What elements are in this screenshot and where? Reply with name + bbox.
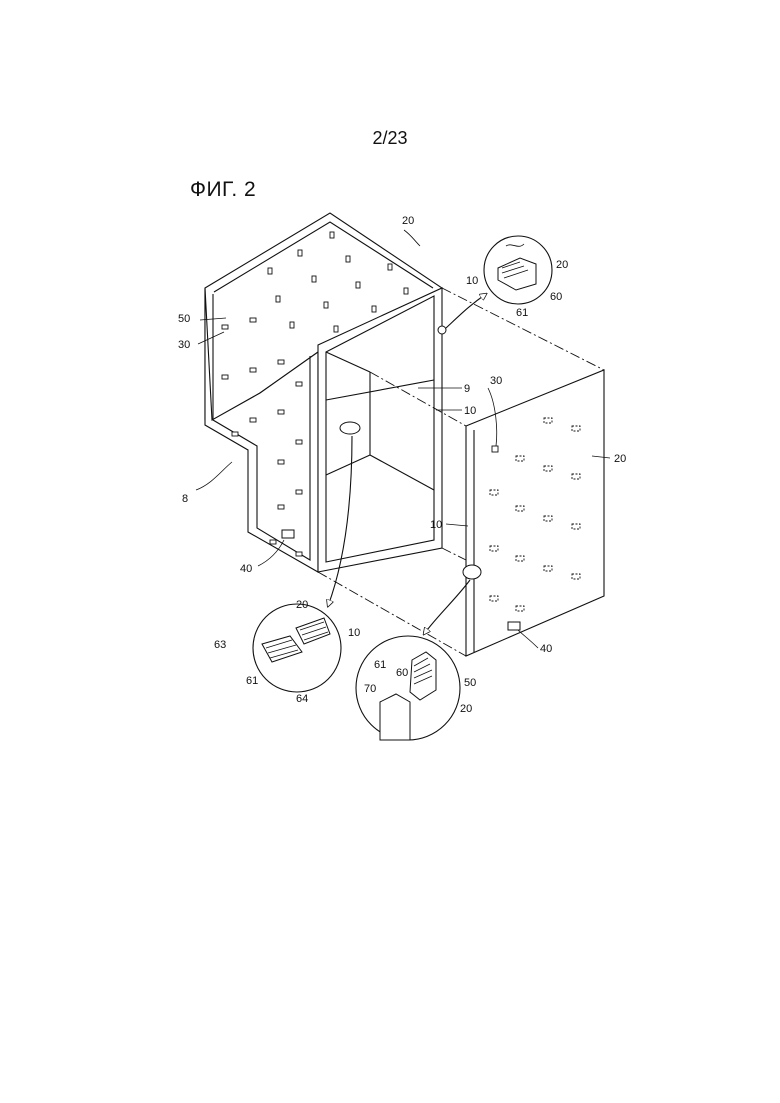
hole (516, 506, 524, 511)
connector-40-left (282, 530, 294, 538)
stud (278, 410, 284, 414)
ref-label: 30 (178, 339, 190, 351)
ref-label: 10 (464, 405, 476, 417)
stud (296, 382, 302, 386)
detail-2-label: 64 (296, 693, 308, 705)
detail-3-label: 50 (464, 677, 476, 689)
stud (290, 322, 294, 328)
hole (516, 556, 524, 561)
leader (518, 630, 538, 648)
stud (334, 326, 338, 332)
stud (324, 302, 328, 308)
stud (222, 375, 228, 379)
hole (572, 474, 580, 479)
detail-3-label: 60 (396, 667, 408, 679)
ref-label: 30 (490, 375, 502, 387)
detail-3-post (380, 694, 410, 740)
hole (490, 546, 498, 551)
stud (278, 505, 284, 509)
stud (276, 296, 280, 302)
hole (490, 596, 498, 601)
hole (516, 606, 524, 611)
detail-1-label: 20 (556, 259, 568, 271)
detail-view-1 (484, 236, 552, 304)
detail-3-part (410, 652, 436, 700)
ref-label: 8 (182, 493, 188, 505)
arrow-to-detail-3 (424, 580, 470, 634)
hole (516, 456, 524, 461)
hole (544, 466, 552, 471)
right-module (466, 370, 604, 656)
ref-label: 40 (240, 563, 252, 575)
hole (572, 524, 580, 529)
detail-3-label: 70 (364, 683, 376, 695)
hole (544, 418, 552, 423)
detail-1-label: 10 (466, 275, 478, 287)
stud (278, 360, 284, 364)
stud (298, 250, 302, 256)
ref-label: 20 (402, 215, 414, 227)
stud (250, 418, 256, 422)
ref-label: 10 (430, 519, 442, 531)
hole (490, 490, 498, 495)
leader (446, 524, 468, 526)
stud (268, 268, 272, 274)
stud (388, 264, 392, 270)
ref-label: 20 (614, 453, 626, 465)
detail-origin-center (340, 422, 360, 434)
assembly-line (442, 548, 466, 560)
stud (270, 540, 276, 544)
detail-3-label: 20 (460, 703, 472, 715)
hole (572, 574, 580, 579)
detail-1-label: 61 (516, 307, 528, 319)
detail-origin-right (463, 565, 481, 579)
connector-40-right (508, 622, 520, 630)
ref-label: 9 (464, 383, 470, 395)
stud (296, 440, 302, 444)
stud (250, 318, 256, 322)
ref-label: 50 (178, 313, 190, 325)
stud (356, 282, 360, 288)
stud (312, 276, 316, 282)
detail-origin-top (438, 326, 446, 334)
ref-label: 40 (540, 643, 552, 655)
leader (196, 462, 232, 490)
stud (296, 490, 302, 494)
right-module-side-face (466, 370, 604, 656)
detail-2-label: 20 (296, 599, 308, 611)
detail-2-label: 63 (214, 639, 226, 651)
stud (250, 368, 256, 372)
hole (544, 566, 552, 571)
detail-1-label: 60 (550, 291, 562, 303)
stud (330, 232, 334, 238)
stud (278, 460, 284, 464)
stud (232, 432, 238, 436)
detail-2-label: 10 (348, 627, 360, 639)
stud (346, 256, 350, 262)
detail-2-label: 61 (246, 675, 258, 687)
stud (372, 306, 376, 312)
detail-3-label: 61 (374, 659, 386, 671)
stud (222, 325, 228, 329)
stud-30-right (492, 446, 498, 452)
detail-view-2 (253, 604, 341, 692)
leader (404, 230, 420, 246)
stud (296, 552, 302, 556)
hole (572, 426, 580, 431)
hole (544, 516, 552, 521)
stud (404, 288, 408, 294)
arrow-to-detail-1 (446, 294, 486, 328)
